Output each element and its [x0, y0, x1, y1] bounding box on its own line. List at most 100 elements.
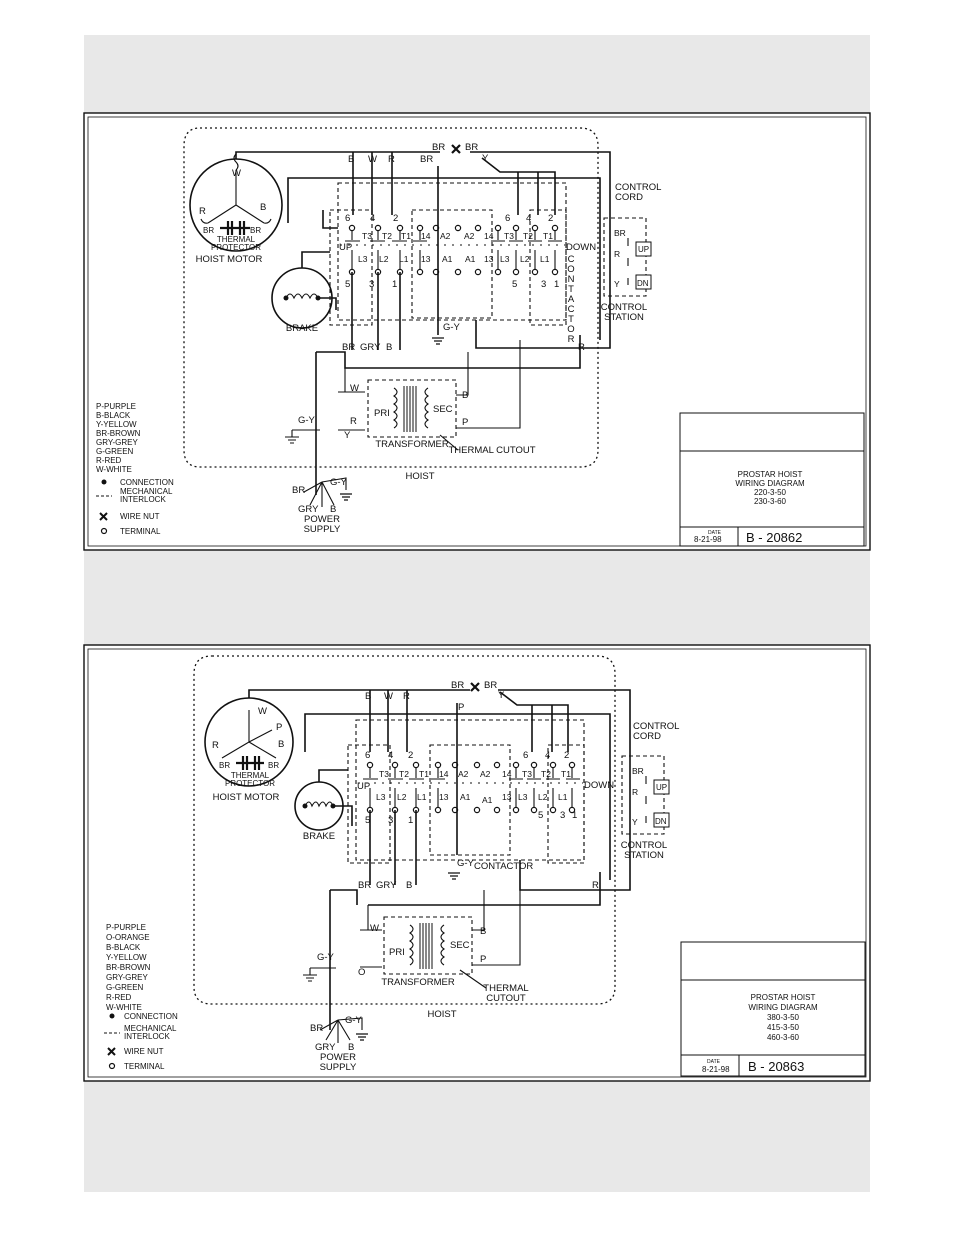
svg-text:O: O [567, 264, 574, 275]
power-supply-2: G-Y BR GRY B G-Y POWER SUPPLY [303, 952, 368, 1073]
ground-icon [448, 872, 460, 880]
svg-text:G-Y: G-Y [298, 415, 316, 426]
ground-icon [432, 337, 444, 345]
svg-text:T2: T2 [382, 231, 392, 241]
contactor-vertical-label: C O N T A C T O R [567, 254, 575, 345]
svg-text:Y: Y [344, 430, 351, 441]
svg-text:13: 13 [421, 254, 431, 264]
wire-nut-icon [451, 144, 461, 154]
svg-text:N: N [568, 274, 575, 285]
svg-text:1: 1 [408, 815, 413, 826]
svg-text:WIRING DIAGRAM: WIRING DIAGRAM [735, 479, 805, 488]
svg-text:UP: UP [656, 783, 667, 792]
svg-text:L2: L2 [379, 254, 389, 264]
diagram-2-frame [83, 644, 871, 1082]
svg-text:R-RED: R-RED [106, 993, 132, 1002]
svg-text:PRI: PRI [374, 408, 390, 419]
svg-text:A2: A2 [464, 231, 475, 241]
svg-text:O-ORANGE: O-ORANGE [106, 933, 150, 942]
svg-text:CUTOUT: CUTOUT [486, 993, 526, 1004]
svg-text:BR-BROWN: BR-BROWN [96, 429, 141, 438]
svg-text:P: P [480, 954, 486, 965]
svg-text:R: R [212, 740, 219, 751]
svg-text:14: 14 [502, 769, 512, 779]
svg-text:CORD: CORD [633, 731, 661, 742]
svg-text:WIRING DIAGRAM: WIRING DIAGRAM [748, 1003, 818, 1012]
svg-text:BR: BR [292, 485, 305, 496]
svg-text:HOIST MOTOR: HOIST MOTOR [213, 792, 280, 803]
svg-text:THERMAL CUTOUT: THERMAL CUTOUT [448, 445, 535, 456]
svg-text:T2: T2 [541, 769, 551, 779]
svg-text:W: W [384, 691, 393, 702]
svg-text:GRY-GREY: GRY-GREY [106, 973, 148, 982]
svg-text:L3: L3 [500, 254, 510, 264]
svg-text:P: P [276, 722, 282, 733]
terminal-icon [108, 1062, 116, 1070]
svg-text:380-3-50: 380-3-50 [767, 1013, 800, 1022]
svg-text:A2: A2 [440, 231, 451, 241]
svg-text:DATE: DATE [707, 1059, 721, 1065]
svg-text:B: B [278, 739, 284, 750]
power-supply-1: G-Y BR GRY B G-Y POWER SUPPLY [285, 415, 352, 535]
svg-text:A2: A2 [480, 769, 491, 779]
svg-text:BR: BR [420, 154, 433, 165]
svg-text:14: 14 [484, 231, 494, 241]
thermal-protector-icon [220, 221, 250, 235]
svg-text:4: 4 [388, 750, 393, 761]
svg-text:MECHANICAL: MECHANICAL [124, 1024, 177, 1033]
terminal-icon [100, 527, 108, 535]
svg-text:R: R [388, 154, 395, 165]
svg-text:CORD: CORD [615, 192, 643, 203]
connection-icon [109, 1013, 115, 1019]
svg-text:L2: L2 [520, 254, 530, 264]
motor-w-label: W [232, 168, 241, 179]
svg-text:O: O [358, 967, 365, 978]
svg-text:G-Y: G-Y [330, 477, 348, 488]
svg-text:SEC: SEC [433, 404, 453, 415]
drawing-number-1: B - 20862 [746, 530, 802, 545]
drawing-number-2: B - 20863 [748, 1059, 804, 1074]
svg-text:BR: BR [484, 680, 497, 691]
svg-text:5: 5 [345, 279, 350, 290]
svg-text:3: 3 [560, 810, 565, 821]
tp-br-left: BR [203, 226, 214, 235]
hoist-motor: W R B BR BR THERMAL PROTECTOR HOIST MOTO… [189, 153, 283, 265]
svg-text:BR: BR [614, 228, 626, 238]
svg-text:P-PURPLE: P-PURPLE [96, 402, 136, 411]
svg-text:SUPPLY: SUPPLY [320, 1062, 357, 1073]
svg-text:T3: T3 [362, 231, 372, 241]
contactor-contacts-2: UP DOWN 6 4 2 6 4 2 T3 T2 T1 14 A2 A2 14… [357, 750, 614, 826]
down-label-1: DOWN [566, 242, 596, 253]
svg-text:230-3-60: 230-3-60 [754, 497, 787, 506]
svg-text:T3: T3 [504, 231, 514, 241]
svg-text:THERMAL: THERMAL [231, 771, 270, 780]
svg-text:STATION: STATION [604, 312, 644, 323]
svg-text:G-GREEN: G-GREEN [96, 447, 134, 456]
svg-text:R: R [614, 249, 620, 259]
svg-text:DATE: DATE [708, 530, 722, 536]
svg-text:UP: UP [357, 781, 370, 792]
svg-text:3: 3 [541, 279, 546, 290]
svg-text:4: 4 [526, 213, 531, 224]
transformer-1: PRI SEC TRANSFORMER W R Y B P THERMAL CU… [338, 340, 536, 456]
wiring-2 [248, 689, 631, 1030]
svg-text:Y: Y [614, 279, 620, 289]
svg-text:BRAKE: BRAKE [303, 831, 335, 842]
connection-icon [101, 479, 107, 485]
svg-text:L2: L2 [397, 792, 407, 802]
transformer-2: PRI SEC TRANSFORMER W O B P THERMAL CUTO… [358, 880, 529, 1004]
svg-text:14: 14 [439, 769, 449, 779]
svg-text:Y-YELLOW: Y-YELLOW [96, 420, 137, 429]
svg-text:13: 13 [439, 792, 449, 802]
svg-text:8-21-98: 8-21-98 [694, 535, 722, 544]
svg-text:L3: L3 [358, 254, 368, 264]
svg-text:BR: BR [451, 680, 464, 691]
svg-text:B-BLACK: B-BLACK [96, 411, 131, 420]
svg-text:460-3-60: 460-3-60 [767, 1033, 800, 1042]
svg-text:L3: L3 [518, 792, 528, 802]
svg-text:L1: L1 [417, 792, 427, 802]
svg-text:13: 13 [502, 792, 512, 802]
svg-text:W: W [370, 923, 379, 934]
thermal-protector-icon [236, 756, 264, 770]
svg-text:WIRE NUT: WIRE NUT [120, 512, 160, 521]
